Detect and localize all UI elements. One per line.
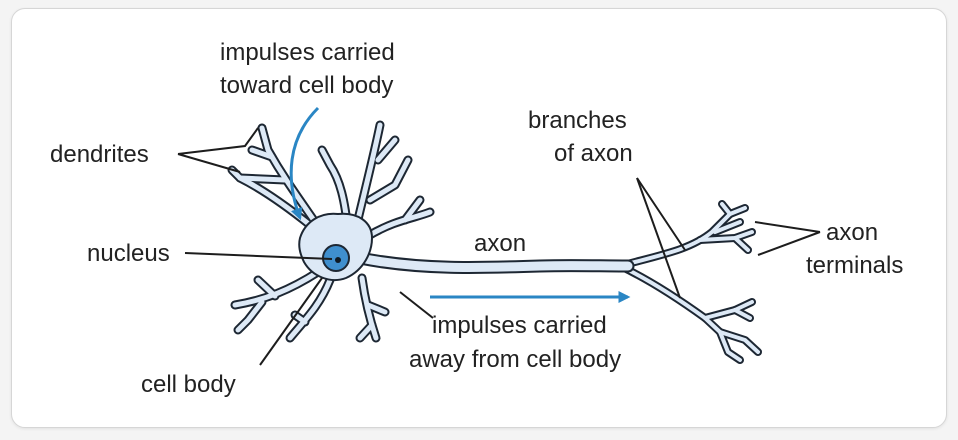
label-nucleus: nucleus [87,240,170,267]
label-axon-terminals-line1: axon [826,219,878,246]
impulse-toward-arrow [289,106,320,221]
label-dendrites: dendrites [50,141,149,168]
nucleolus [335,257,341,263]
label-impulses-away-line1: impulses carried [432,312,607,339]
label-impulses-away-line2: away from cell body [409,346,621,373]
label-axon: axon [474,230,526,257]
label-impulses-toward-line2: toward cell body [220,72,393,99]
diagram-card [11,8,947,428]
label-branches-line1: branches [528,107,627,134]
axon-terminals [616,200,762,364]
axon [353,251,635,275]
label-cell-body: cell body [141,371,236,398]
label-axon-terminals-line2: terminals [806,252,903,279]
leader-lines [177,127,821,366]
label-impulses-toward-line1: impulses carried [220,39,395,66]
label-branches-line2: of axon [554,140,633,167]
